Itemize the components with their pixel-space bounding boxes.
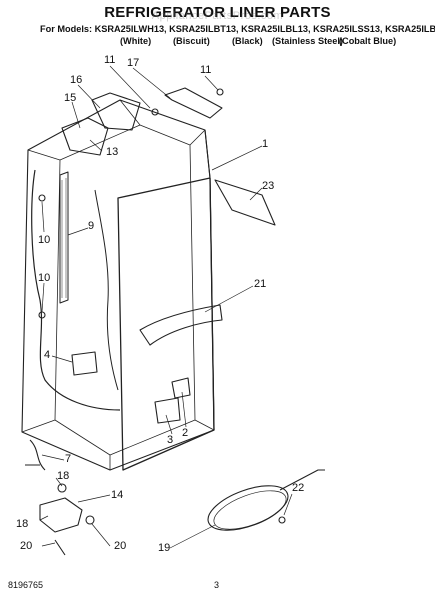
wire-harness [31,169,121,411]
callout-17: 17 [127,57,140,69]
callout-19: 19 [158,542,171,554]
page-number: 3 [214,580,220,590]
callout-14: 14 [111,489,124,501]
callout-21: 21 [254,278,267,290]
callout-1: 1 [262,138,269,150]
callout-3: 3 [167,434,174,446]
part-14 [39,497,83,533]
part-19-coil [207,485,289,531]
callout-4: 4 [44,349,51,361]
callout-9: 9 [88,220,95,232]
callout-16: 16 [70,74,83,86]
part-21-duct [139,304,223,346]
callout-2: 2 [182,427,189,439]
liner-opening-frame [117,177,215,471]
models-line: For Models: KSRA25ILWH13, KSRA25ILBT13, … [40,24,435,34]
page-title: REFRIGERATOR LINER PARTS [104,4,331,21]
callout-15: 15 [64,92,77,104]
callout-23: 23 [262,180,275,192]
color-black: (Black) [232,36,263,46]
callout-13: 13 [106,146,119,158]
color-white: (White) [120,36,152,46]
color-biscuit: (Biscuit) [173,36,210,46]
watermark: AppliancePartsPros.com [151,10,284,22]
shelf-rail [59,171,69,304]
callout-20-right: 20 [114,540,127,552]
color-stainless: (Stainless Steel) [272,36,343,46]
callout-18-lower: 18 [16,518,29,530]
document-number: 8196765 [8,580,44,590]
color-cobalt: (Cobalt Blue) [339,36,397,46]
part-3 [154,397,181,424]
callout-20-left: 20 [20,540,33,552]
callout-10-upper: 10 [38,234,51,246]
callout-7: 7 [65,453,72,465]
part-15 [61,117,109,156]
callout-18-upper: 18 [57,470,70,482]
part-2 [171,377,191,399]
callout-11-right: 11 [200,64,212,76]
part-17-bracket [164,87,223,119]
callout-11-left: 11 [104,54,116,66]
callout-22: 22 [292,482,305,494]
liner-bottom-edge [21,419,215,470]
part-16 [91,92,141,131]
part-23 [214,179,276,226]
part-7 [25,439,46,471]
liner-top [27,99,206,161]
liner-inner-back [54,124,196,456]
part-4 [71,351,98,376]
callout-10-lower: 10 [38,272,51,284]
